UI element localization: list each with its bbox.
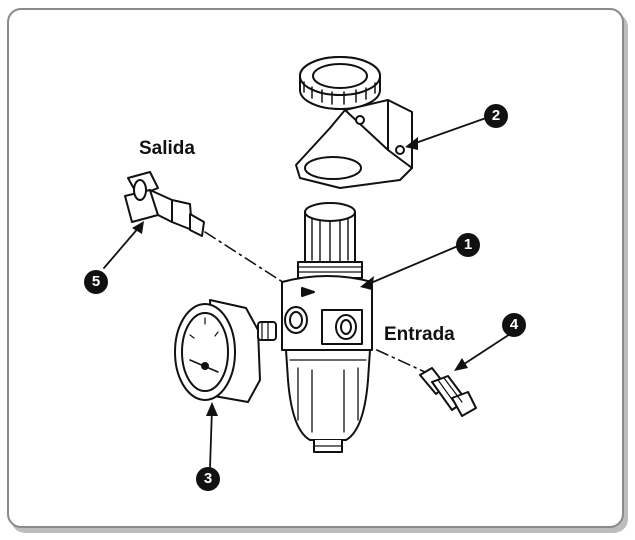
callout-1: 1 xyxy=(456,233,480,257)
outlet-label: Salida xyxy=(139,138,195,159)
leader-lines xyxy=(103,117,511,469)
callout-5: 5 xyxy=(84,270,108,294)
inlet-label: Entrada xyxy=(384,324,455,345)
mounting-bracket xyxy=(295,99,413,189)
alignment-lines xyxy=(204,231,426,373)
callout-2: 2 xyxy=(484,104,508,128)
regulator-body xyxy=(281,202,373,453)
callout-3: 3 xyxy=(196,467,220,491)
outlet-fitting xyxy=(124,171,205,237)
inlet-fitting xyxy=(419,367,477,417)
pressure-gauge xyxy=(174,299,277,403)
callout-4: 4 xyxy=(502,313,526,337)
lock-ring xyxy=(299,56,381,110)
arrow-heads xyxy=(132,137,468,416)
